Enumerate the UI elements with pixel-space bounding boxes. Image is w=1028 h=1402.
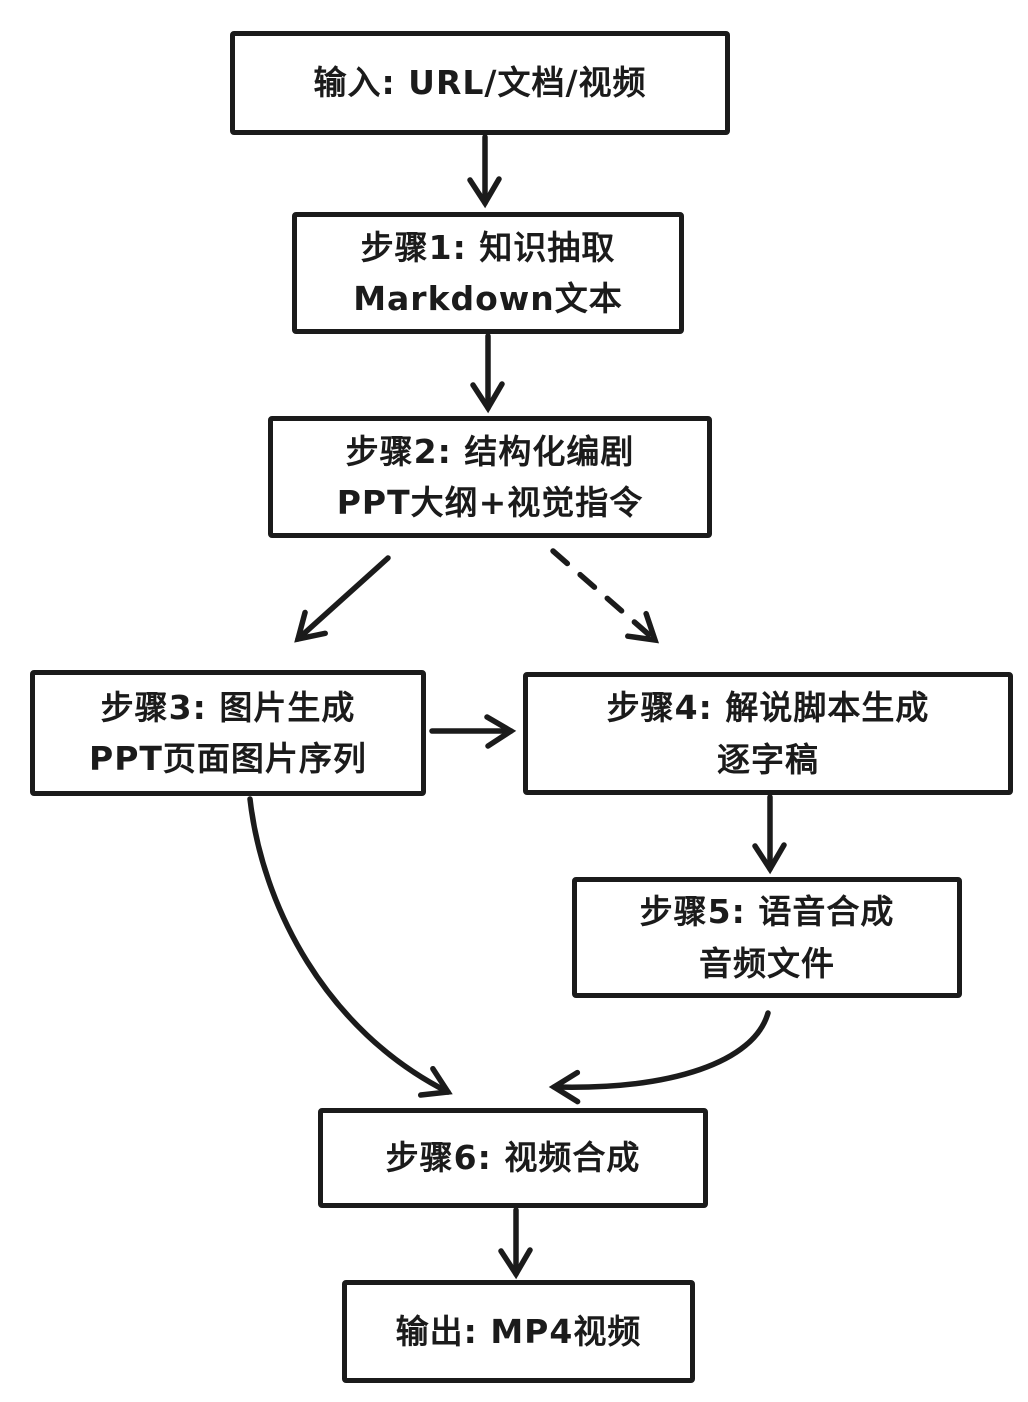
node-input: 输入: URL/文档/视频 xyxy=(230,31,730,135)
node-step3-title: 步骤3: 图片生成 xyxy=(100,687,356,727)
edge-step5-step6-curved xyxy=(548,1010,771,1105)
node-step2-subtitle: PPT大纲+视觉指令 xyxy=(336,483,644,522)
node-step4: 步骤4: 解说脚本生成 逐字稿 xyxy=(523,672,1013,795)
node-input-label: 输入: URL/文档/视频 xyxy=(313,63,647,103)
node-step6-label: 步骤6: 视频合成 xyxy=(385,1138,641,1178)
edge-step2-step3 xyxy=(294,555,391,643)
node-step2: 步骤2: 结构化编剧 PPT大纲+视觉指令 xyxy=(268,416,712,538)
node-step5-title: 步骤5: 语音合成 xyxy=(639,892,895,932)
edge-step3-step6-curved xyxy=(247,796,453,1098)
node-step1-subtitle: Markdown文本 xyxy=(353,279,623,318)
node-output: 输出: MP4视频 xyxy=(342,1280,695,1383)
node-step5: 步骤5: 语音合成 音频文件 xyxy=(572,877,962,998)
node-step5-subtitle: 音频文件 xyxy=(699,943,835,983)
edge-step2-step4-dashed xyxy=(550,548,660,644)
node-step1-title: 步骤1: 知识抽取 xyxy=(360,227,616,267)
node-output-label: 输出: MP4视频 xyxy=(395,1311,642,1351)
node-step3: 步骤3: 图片生成 PPT页面图片序列 xyxy=(30,670,426,796)
node-step3-subtitle: PPT页面图片序列 xyxy=(89,739,367,778)
node-step4-title: 步骤4: 解说脚本生成 xyxy=(606,688,930,728)
node-step1: 步骤1: 知识抽取 Markdown文本 xyxy=(292,212,684,334)
node-step6: 步骤6: 视频合成 xyxy=(318,1108,708,1208)
node-step2-title: 步骤2: 结构化编剧 xyxy=(345,431,635,471)
node-step4-subtitle: 逐字稿 xyxy=(717,739,819,779)
